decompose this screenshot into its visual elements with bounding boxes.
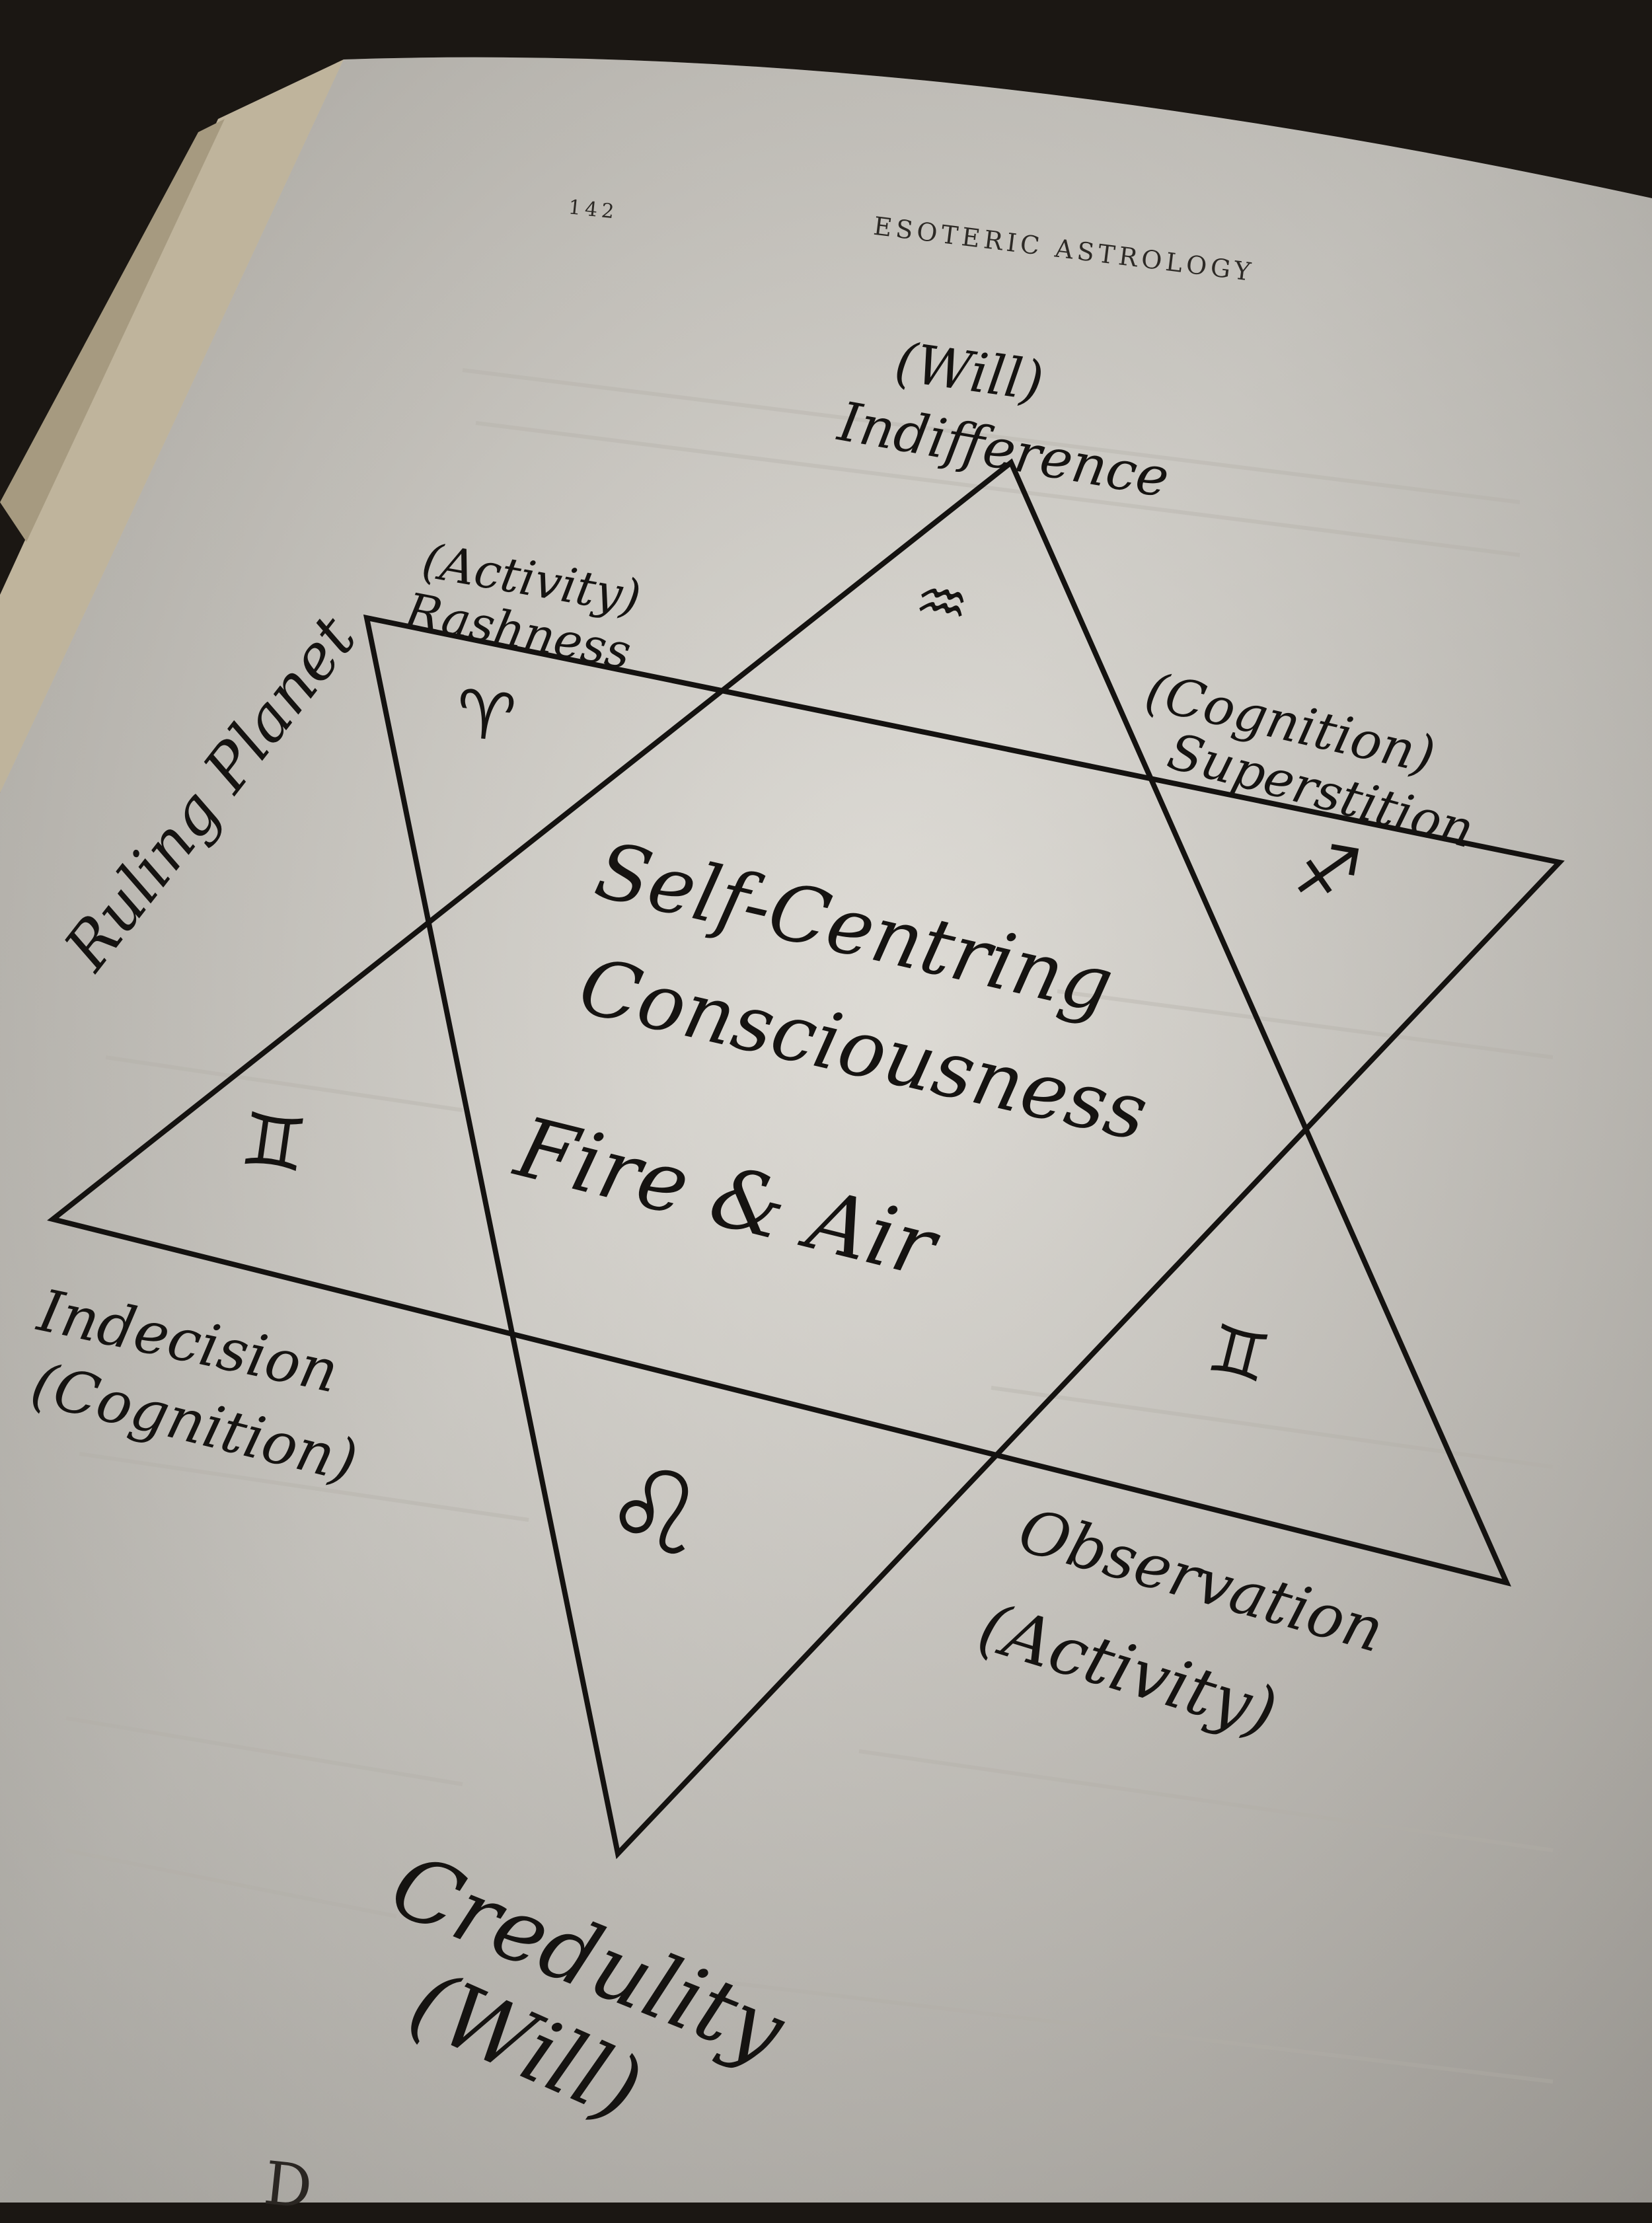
upward-triangle	[47, 458, 1511, 1587]
gemini-sign-left-icon: ♊	[235, 1096, 313, 1189]
leo-sign-icon: ♌	[595, 1441, 714, 1585]
downward-triangle	[363, 614, 1565, 1860]
aquarius-sign-icon: ♒	[911, 564, 973, 642]
aries-sign-icon: ♈	[452, 674, 519, 758]
show-through-text	[65, 368, 1554, 2084]
footer-text-fragment: D	[260, 2148, 316, 2223]
hexagram	[47, 458, 1565, 1860]
page-stack-edges	[0, 59, 344, 793]
